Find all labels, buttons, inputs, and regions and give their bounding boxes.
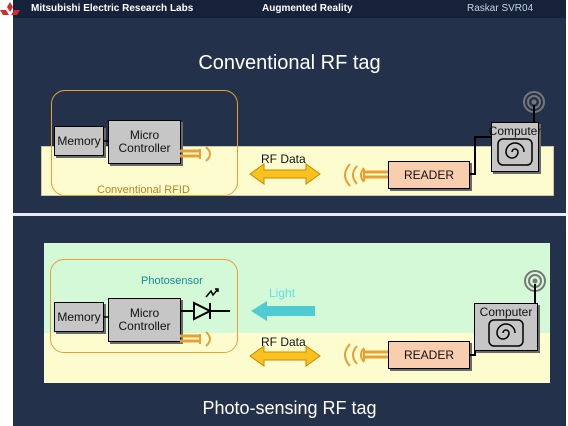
computer-spiral-icon: [497, 138, 533, 166]
header-org: Mitsubishi Electric Research Labs: [31, 3, 194, 14]
panel1-rf-data-label: RF Data: [261, 152, 306, 166]
panel2-rf-data-label: RF Data: [261, 335, 306, 349]
computer-spiral-icon: [488, 319, 524, 347]
photosensing-outline: [50, 259, 238, 353]
rf-emitter-icon: [180, 331, 211, 347]
panel1-rf-data-arrow: [249, 163, 321, 185]
panel2-rf-data-arrow: [249, 345, 321, 367]
memory-box: Memory: [54, 302, 104, 332]
header-bar: [13, 0, 566, 18]
header-topic: Augmented Reality: [262, 3, 353, 14]
panel1-title: Conventional RF tag: [198, 52, 381, 74]
panel1-reader-box: READER: [388, 161, 470, 189]
antenna-icon: [524, 270, 546, 306]
rf-wave-icon: [344, 163, 388, 187]
panel2-reader-box: READER: [388, 341, 470, 369]
rf-wave-icon: [344, 343, 388, 367]
panel2-computer-box: Computer: [474, 303, 538, 351]
rfid-label: Conventional RFID: [97, 184, 190, 196]
rfid-outline: [51, 90, 238, 196]
led-photosensor-icon: [180, 288, 230, 321]
mitsubishi-logo-icon: [0, 2, 20, 15]
light-label: Light: [269, 286, 296, 300]
memory-connector: [103, 316, 108, 318]
photosensor-label: Photosensor: [141, 275, 203, 287]
panel-divider: [13, 213, 566, 216]
panel2-title: Photo-sensing RF tag: [202, 398, 377, 418]
panel1-reader-connector: [469, 136, 491, 175]
rf-emitter-icon: [180, 146, 211, 162]
memory-connector: [103, 140, 108, 142]
light-arrow: [251, 301, 315, 321]
header-author: Raskar SVR04: [467, 3, 534, 14]
memory-box: Memory: [54, 126, 104, 156]
